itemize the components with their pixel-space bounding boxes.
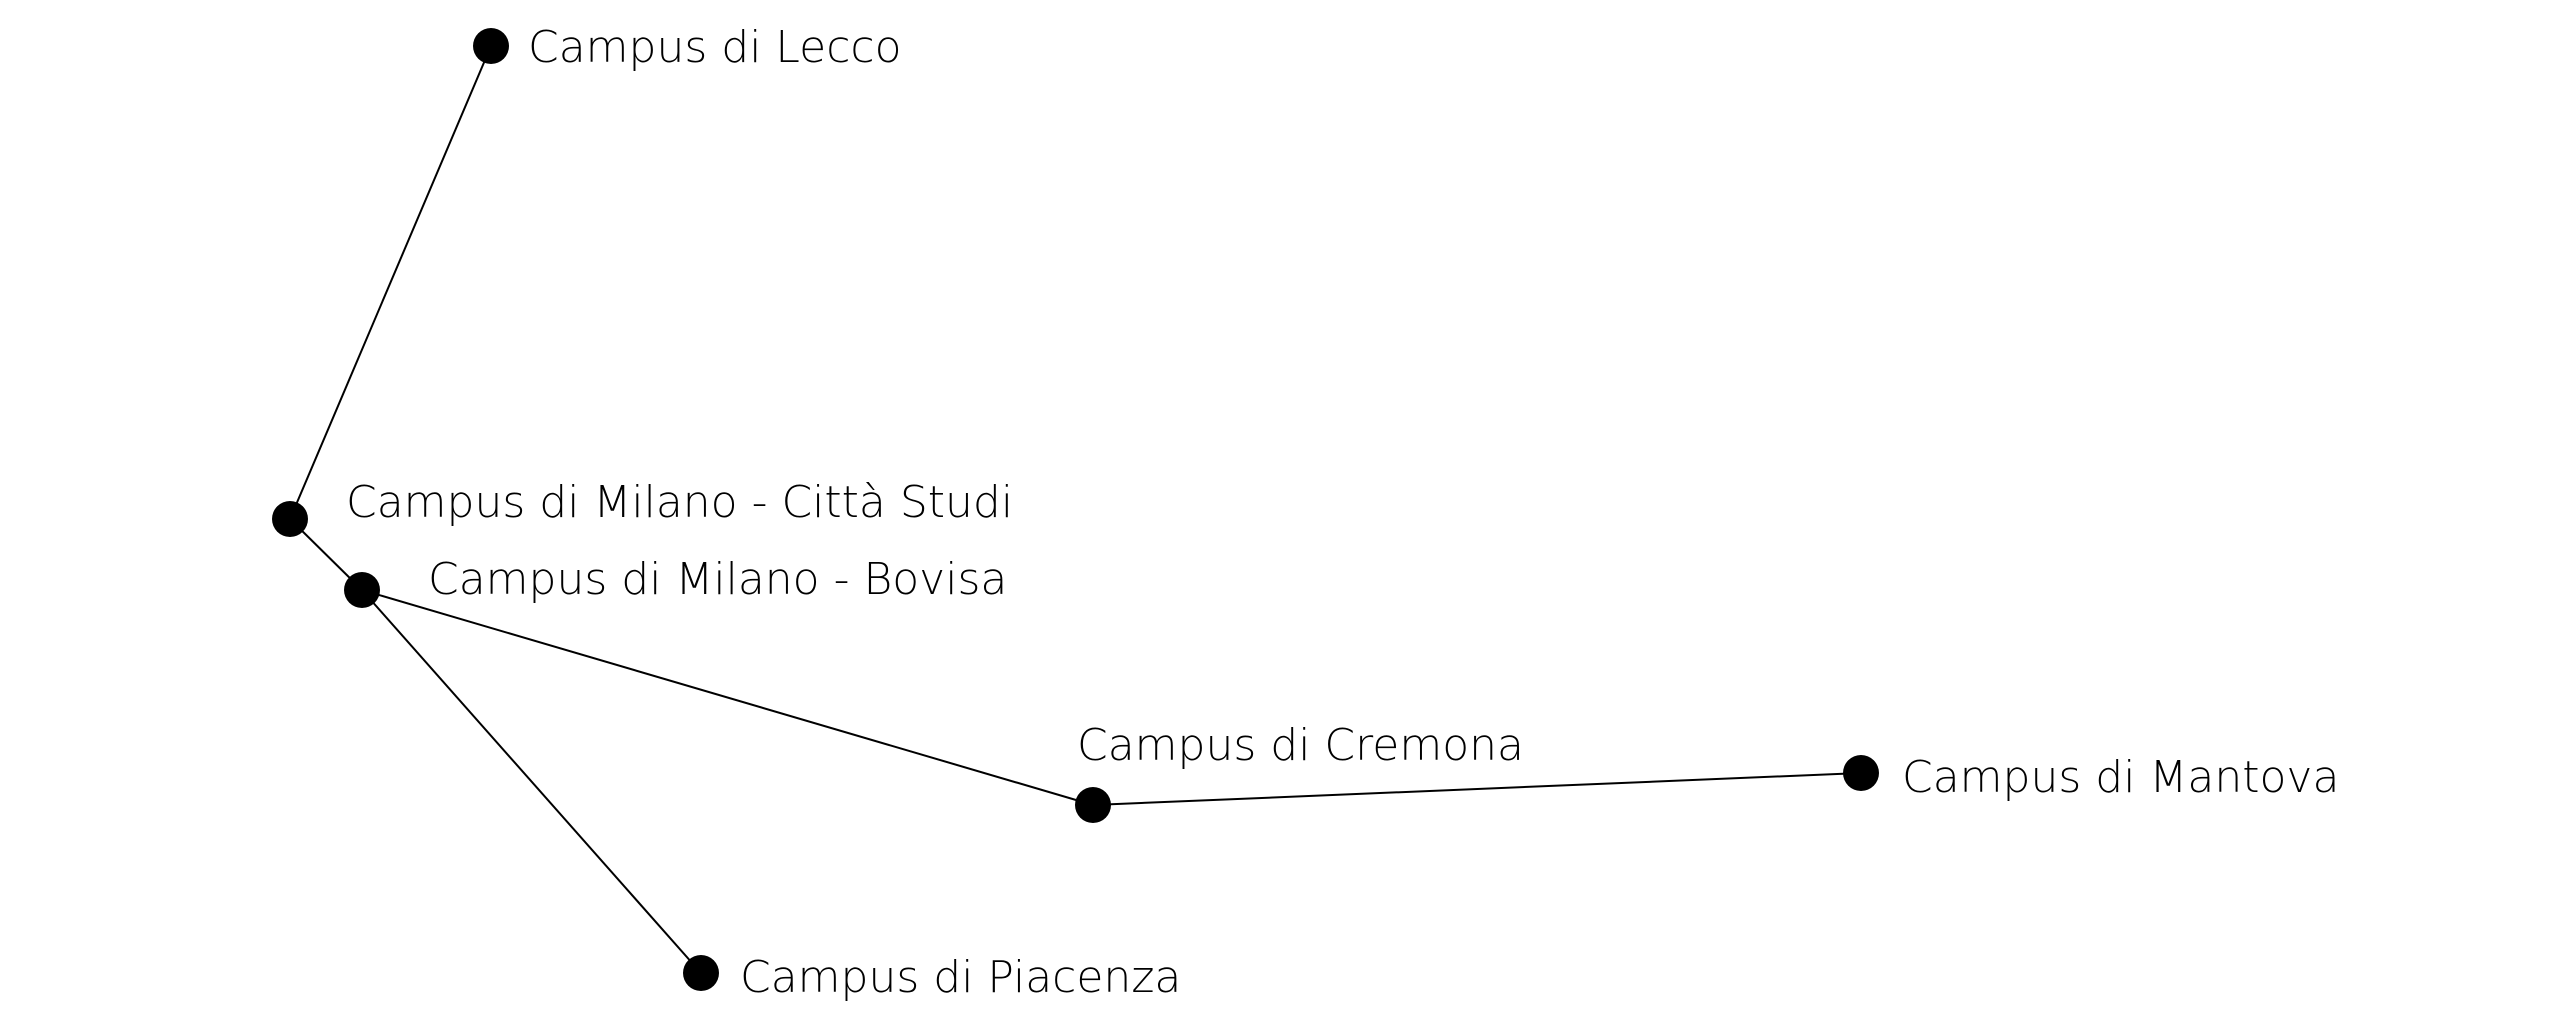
node-label-bovisa: Campus di Milano - Bovisa [428, 554, 1007, 605]
node-label-piacenza: Campus di Piacenza [740, 952, 1181, 1003]
edge-bovisa-piacenza [361, 589, 702, 974]
node-cremona: Campus di Cremona [1075, 720, 1524, 823]
edges-layer [289, 45, 1862, 974]
nodes-layer: Campus di Lecco Campus di Milano - Città… [272, 22, 2339, 1003]
node-dot-cremona [1075, 787, 1111, 823]
node-label-cremona: Campus di Cremona [1077, 720, 1524, 771]
node-lecco: Campus di Lecco [473, 22, 902, 73]
node-dot-piacenza [683, 955, 719, 991]
node-citta-studi: Campus di Milano - Città Studi [272, 477, 1013, 537]
node-dot-lecco [473, 28, 509, 64]
edge-lecco-citta-studi [289, 45, 492, 520]
node-label-lecco: Campus di Lecco [528, 22, 902, 73]
edge-cremona-mantova [1092, 772, 1862, 806]
node-label-mantova: Campus di Mantova [1902, 752, 2339, 803]
node-mantova: Campus di Mantova [1843, 752, 2339, 803]
node-dot-citta-studi [272, 501, 308, 537]
node-label-citta-studi: Campus di Milano - Città Studi [346, 477, 1013, 528]
edge-bovisa-cremona [361, 589, 1094, 806]
node-dot-mantova [1843, 755, 1879, 791]
node-piacenza: Campus di Piacenza [683, 952, 1181, 1003]
node-dot-bovisa [344, 572, 380, 608]
node-bovisa: Campus di Milano - Bovisa [344, 554, 1007, 608]
